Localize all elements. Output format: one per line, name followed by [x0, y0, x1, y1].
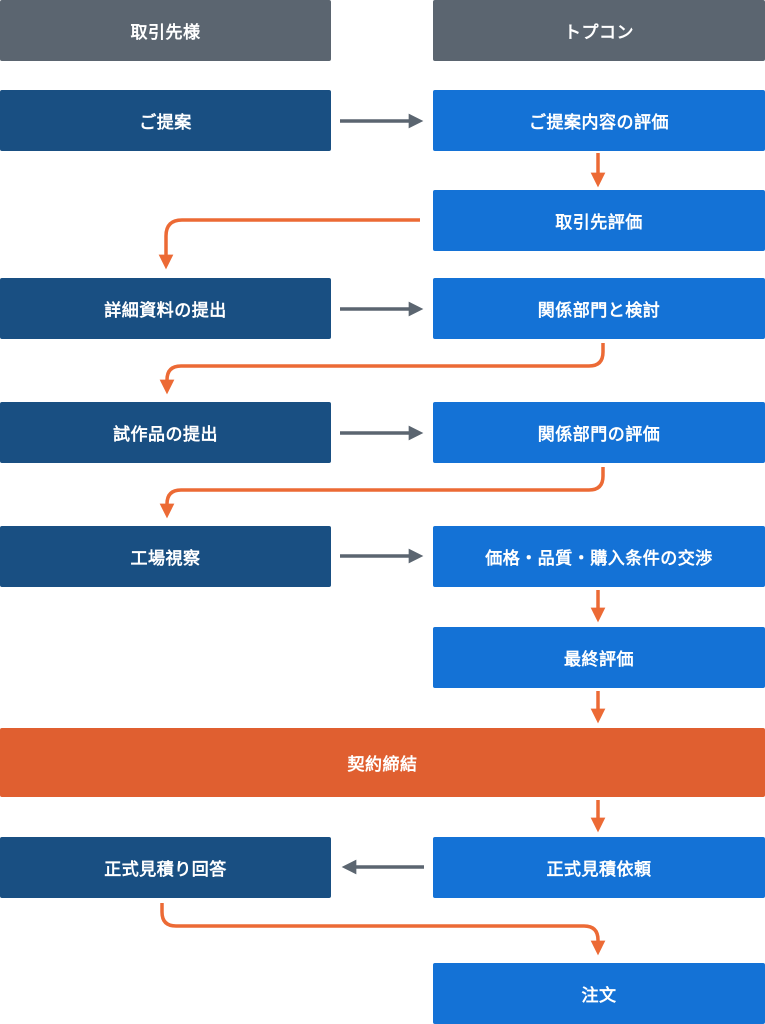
step-proposal: ご提案: [0, 90, 331, 151]
flow-arrow-dept-review: [159, 467, 605, 519]
step-negotiation: 価格・品質・購入条件の交渉: [433, 526, 765, 587]
step-detailed-docs: 詳細資料の提出: [0, 278, 331, 339]
flow-arrow-quote-reply: [160, 903, 606, 956]
step-supplier-review: 取引先評価: [433, 190, 765, 251]
step-contract: 契約締結: [0, 728, 765, 797]
step-final-review: 最終評価: [433, 627, 765, 688]
step-dept-discussion: 関係部門と検討: [433, 278, 765, 339]
flow-arrow-dept-discussion: [159, 343, 605, 395]
step-dept-review: 関係部門の評価: [433, 402, 765, 463]
column-header-partner: 取引先様: [0, 0, 331, 61]
column-header-topcon: トプコン: [433, 0, 765, 61]
step-factory-visit: 工場視察: [0, 526, 331, 587]
flow-arrow-supplier-review: [158, 218, 420, 270]
step-proposal-review: ご提案内容の評価: [433, 90, 765, 151]
step-quote-reply: 正式見積り回答: [0, 837, 331, 898]
step-prototype: 試作品の提出: [0, 402, 331, 463]
step-quote-request: 正式見積依頼: [433, 837, 765, 898]
step-order: 注文: [433, 963, 765, 1024]
